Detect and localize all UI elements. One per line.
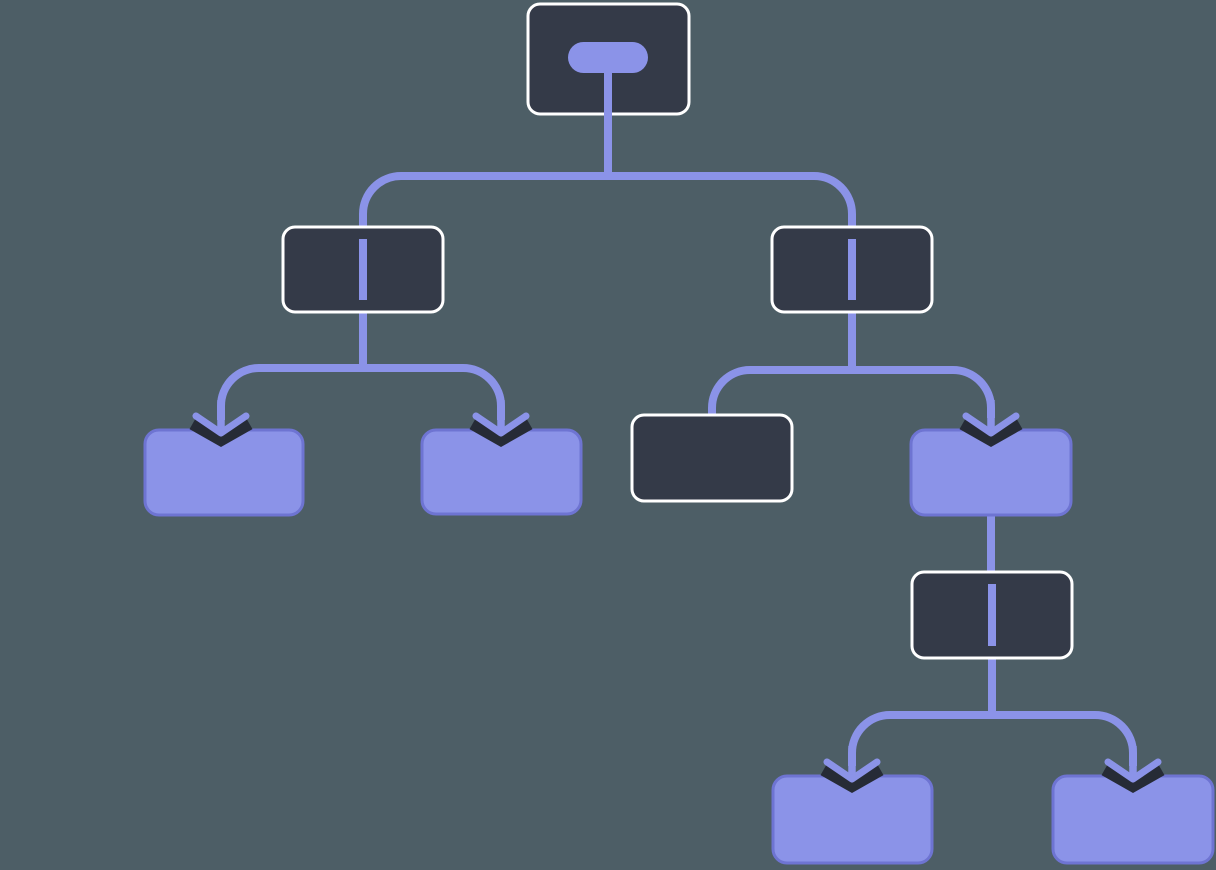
arrow-down-icon [472, 412, 530, 437]
arrow-down-icon [823, 758, 881, 783]
chevron-down-icon [820, 762, 884, 794]
arrow-down-icon [192, 412, 250, 437]
node-pill-placeholder [568, 42, 648, 73]
edge-bottom-bar-to-leaves [848, 711, 1137, 766]
edge-right-bar-to-children [708, 366, 995, 419]
tree-node-plain[interactable] [630, 413, 794, 503]
chevron-down-icon [1101, 762, 1165, 794]
edge-root-to-branches [359, 172, 856, 229]
edge-left-bar-to-leaves [217, 364, 505, 420]
chevron-down-icon [959, 416, 1023, 448]
chevron-down-icon [189, 416, 253, 448]
arrow-down-icon [1104, 758, 1162, 783]
arrow-down-icon [962, 412, 1020, 437]
chevron-down-icon [469, 416, 533, 448]
